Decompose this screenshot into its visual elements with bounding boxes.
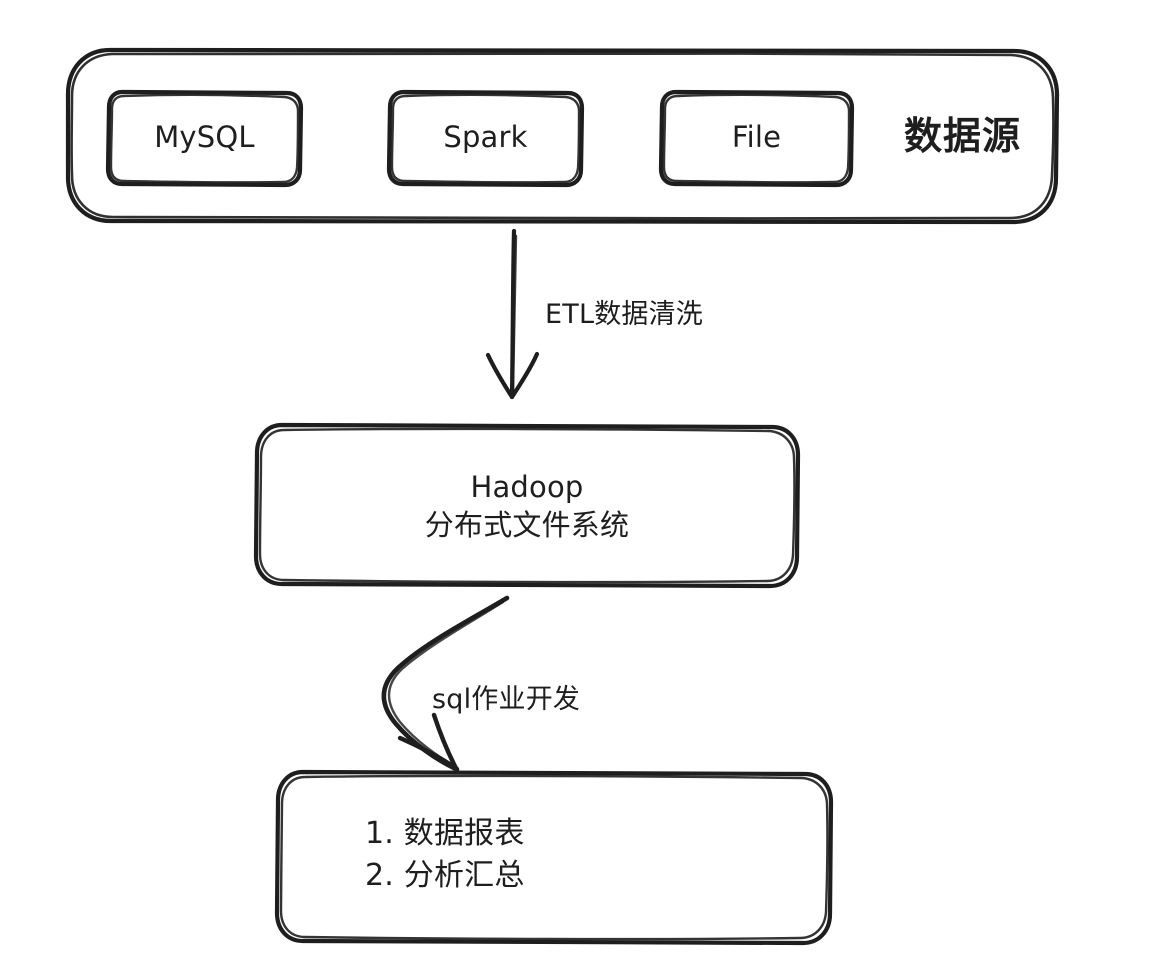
edge-label-sql: sql作业开发 xyxy=(432,684,581,715)
node-output-shape[interactable] xyxy=(274,769,834,946)
node-mysql-shape[interactable] xyxy=(105,89,304,188)
node-spark-label: Spark xyxy=(443,120,528,154)
data-source-group-title: 数据源 xyxy=(903,114,1021,158)
edge-etl-arrow xyxy=(485,228,540,400)
node-file-shape[interactable] xyxy=(658,89,855,188)
node-hadoop-title: Hadoop xyxy=(470,470,584,504)
node-spark-shape[interactable] xyxy=(386,89,585,188)
edge-sql-arrow xyxy=(381,595,510,773)
output-list-item-2: 2. 分析汇总 xyxy=(365,858,525,893)
edge-label-etl: ETL数据清洗 xyxy=(545,299,703,330)
node-hadoop-shape[interactable] xyxy=(253,422,801,589)
node-hadoop-subtitle: 分布式文件系统 xyxy=(424,508,630,542)
output-list-item-1: 1. 数据报表 xyxy=(365,816,525,851)
node-file-label: File xyxy=(731,120,782,154)
node-mysql-label: MySQL xyxy=(154,120,255,154)
